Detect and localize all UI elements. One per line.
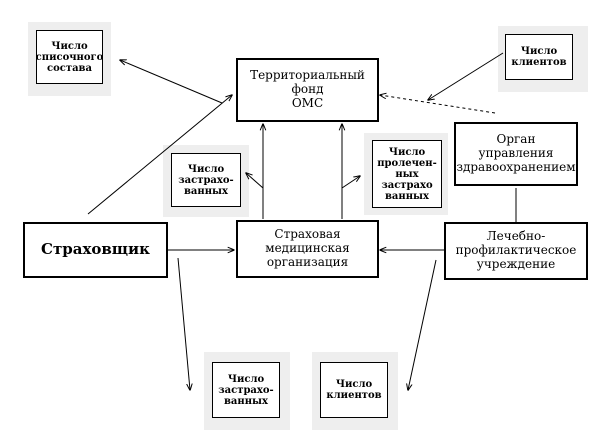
dashed-arrow-authority-to-fund xyxy=(380,95,496,114)
arrow-to-treated xyxy=(341,176,360,189)
box-clients-top-label: Число клиентов xyxy=(511,46,567,68)
box-insurance-medical-org: Страховая медицинская организация xyxy=(236,220,379,278)
arrow-clients-to-fund xyxy=(428,52,504,100)
box-list-staff-label: Число списочного состава xyxy=(35,40,104,74)
box-insured-bottom-label: Число застрахо- ванных xyxy=(218,373,274,407)
box-insurer: Страховщик xyxy=(23,222,168,278)
arrow-clinic-to-clients-bottom xyxy=(408,259,437,390)
box-territorial-fund-label: Территориальный фонд ОМС xyxy=(250,68,365,110)
box-insured-bottom: Число застрахо- ванных xyxy=(212,362,280,418)
box-insured-middle-label: Число застрахо- ванных xyxy=(178,163,234,197)
box-health-authority: Орган управления здравоохранением xyxy=(454,122,578,186)
box-list-staff: Число списочного состава xyxy=(36,30,103,84)
box-insurance-medical-org-label: Страховая медицинская организация xyxy=(265,227,350,269)
box-insured-middle: Число застрахо- ванных xyxy=(171,153,241,207)
arrow-to-insured-mid xyxy=(246,173,264,189)
box-treated-insured: Число пролечен- ных застрахо ванных xyxy=(372,140,442,208)
box-clients-bottom: Число клиентов xyxy=(320,362,388,418)
box-treated-insured-label: Число пролечен- ных застрахо ванных xyxy=(377,146,437,202)
arrow-to-list-staff xyxy=(120,60,223,104)
arrow-insurer-to-insured-bottom xyxy=(177,257,190,390)
box-insurer-label: Страховщик xyxy=(41,240,150,259)
box-clients-bottom-label: Число клиентов xyxy=(326,379,382,401)
box-territorial-fund: Территориальный фонд ОМС xyxy=(236,58,379,122)
arrow-insurer-to-fund xyxy=(87,95,232,215)
box-health-authority-label: Орган управления здравоохранением xyxy=(456,132,576,174)
box-clinic-label: Лечебно- профилактическое учреждение xyxy=(455,229,577,271)
box-clients-top: Число клиентов xyxy=(505,34,573,80)
box-clinic: Лечебно- профилактическое учреждение xyxy=(444,222,588,280)
